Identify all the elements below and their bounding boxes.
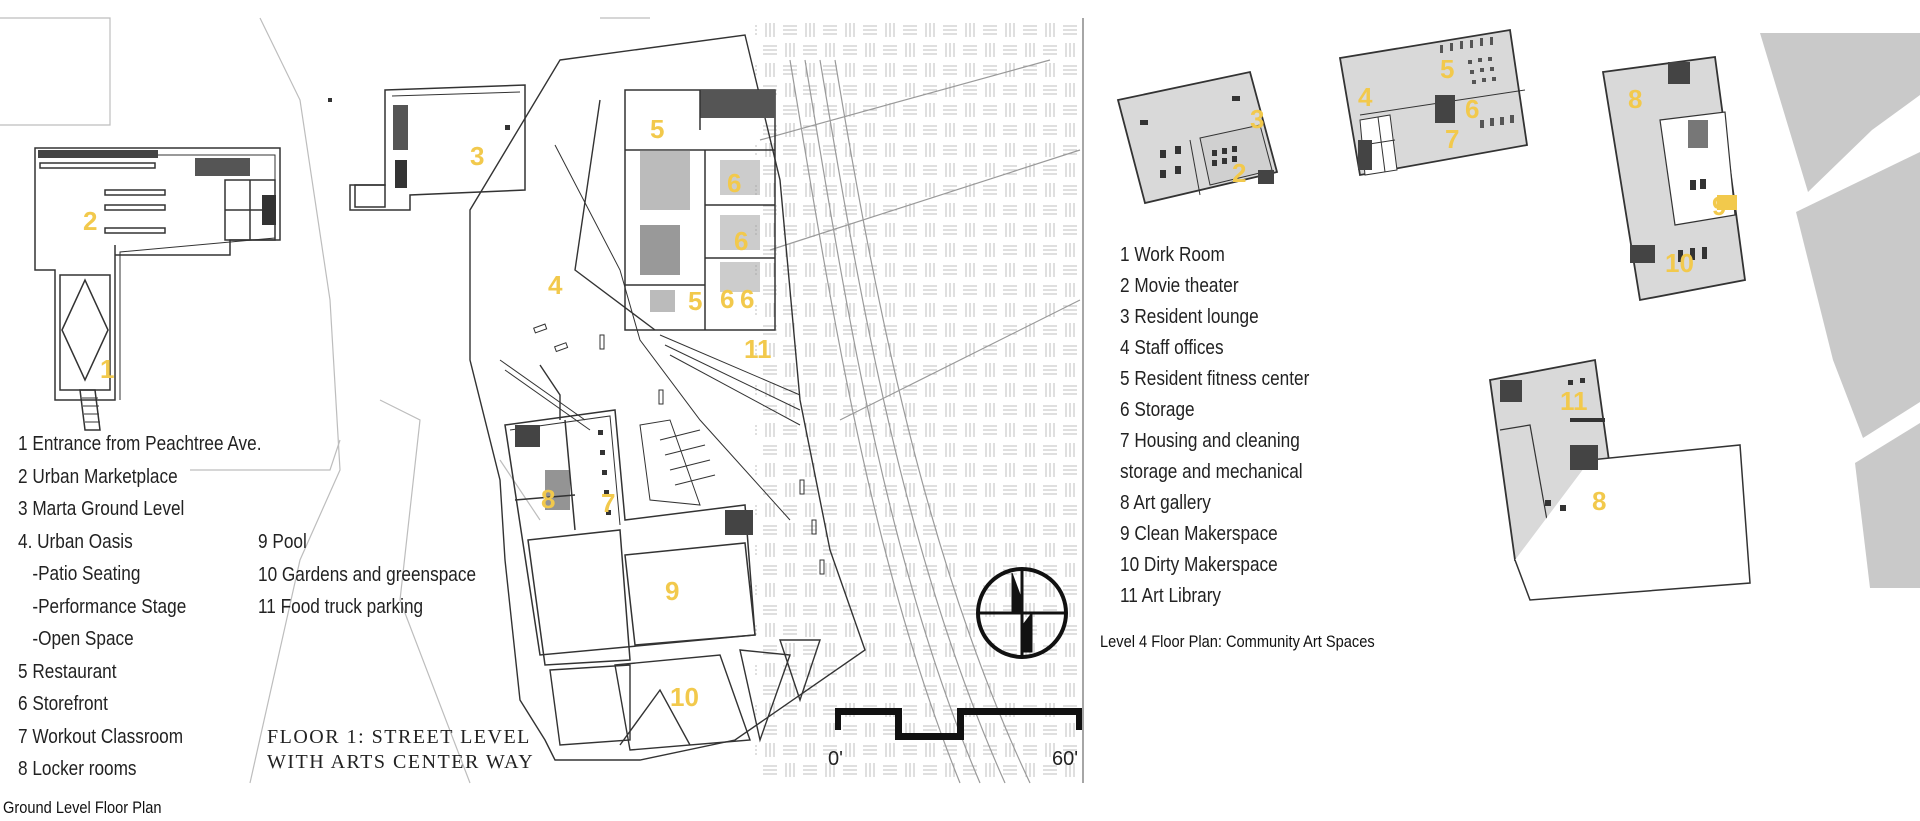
legend-item: -Performance Stage [18,595,187,618]
room-number: 7 [601,488,615,518]
level4-lounge-theater [1116,70,1279,205]
legend-item: 8 Locker rooms [18,758,137,780]
room-number: 10 [670,682,699,712]
legend-item: 4. Urban Oasis [18,530,133,553]
ground-floor-legend: 1 Entrance from Peachtree Ave. 2 Urban M… [18,428,261,786]
room-number: 10 [1665,248,1694,278]
legend-item: 7 Housing and cleaning [1120,430,1300,452]
room-number: 11 [744,334,772,364]
rail-lines [759,59,1081,784]
room-number: 4 [548,270,563,300]
legend-item: 1 Work Room [1120,244,1225,266]
room-number: 8 [541,484,555,514]
legend-item: 3 Marta Ground Level [18,498,185,520]
room-number: 11 [1560,386,1588,416]
level4-makerspaces [1601,55,1747,302]
urban-marketplace-building [34,147,281,431]
room-number: 5 [650,114,664,144]
room-number: 5 [1440,54,1454,84]
legend-item: 9 Clean Makerspace [1120,523,1278,545]
room-number: 1 [100,354,114,384]
room-number: 8 [1592,486,1606,516]
legend-item: 10 Gardens and greenspace [258,563,477,586]
room-number: 9 [665,576,679,606]
legend-item: 5 Resident fitness center [1120,368,1310,390]
room-number: 2 [83,206,97,236]
floor-title-line: FLOOR 1: STREET LEVEL [267,726,531,748]
floor-title-line: WITH ARTS CENTER WAY [267,751,535,773]
context-lines [0,17,650,784]
legend-item: storage and mechanical [1120,461,1303,483]
restaurant-storefront-block [624,89,776,331]
room-number: 6 [740,284,754,314]
room-number: 7 [1445,124,1459,154]
legend-item: -Open Space [18,628,134,650]
room-number: 6 [734,226,748,256]
workout-pool-block [504,409,756,666]
legend-item: 2 Movie theater [1120,275,1239,297]
room-number: 6 [1465,94,1479,124]
room-number: 3 [1250,104,1264,134]
legend-item: 8 Art gallery [1120,492,1211,514]
scale-end-label: 60' [1052,748,1079,770]
legend-item: -Patio Seating [18,563,141,585]
level4-floor-plan [1116,28,1920,601]
gardens-greenspace [549,639,821,751]
legend-item: 6 Storage [1120,399,1195,421]
room-number: 6 [720,284,734,314]
north-arrow-icon [976,567,1068,659]
room-number: 8 [1628,84,1642,114]
legend-item: 2 Urban Marketplace [18,465,178,488]
legend-item: 6 Storefront [18,693,108,715]
level4-legend: 1 Work Room 2 Movie theater 3 Resident l… [1120,240,1309,612]
legend-item: 4 Staff offices [1120,337,1224,359]
level4-library-gallery [1488,358,1751,601]
scale-start-label: 0' [828,748,843,770]
room-number: 2 [1232,158,1246,188]
neighbor-buildings [1760,33,1920,588]
ground-floor-legend-right: 9 Pool 10 Gardens and greenspace 11 Food… [258,526,476,624]
legend-item: 1 Entrance from Peachtree Ave. [18,433,262,455]
room-number: 3 [470,141,484,171]
floor-title: FLOOR 1: STREET LEVEL WITH ARTS CENTER W… [267,725,534,775]
legend-item: 11 Food truck parking [258,596,424,618]
room-number: 9 [1712,191,1726,221]
level4-caption: Level 4 Floor Plan: Community Art Spaces [1100,632,1375,651]
legend-item: 7 Workout Classroom [18,725,184,748]
legend-item: 9 Pool [258,531,307,553]
ground-floor-plan [0,17,1084,784]
legend-item: 5 Restaurant [18,660,117,683]
room-numbers: 1 2 3 4 5 6 6 6 5 6 11 8 7 9 10 3 2 4 5 … [83,54,1726,712]
marta-ground-level-building [328,84,526,211]
scale-bar [835,708,1082,740]
ground-floor-caption: Ground Level Floor Plan [3,798,162,817]
legend-item: 11 Art Library [1120,585,1222,607]
level4-offices-fitness [1338,28,1529,177]
site-boundary [469,34,866,761]
room-number: 6 [727,168,741,198]
legend-item: 3 Resident lounge [1120,306,1259,328]
room-number: 4 [1358,82,1373,112]
room-number: 5 [688,286,702,316]
legend-item: 10 Dirty Makerspace [1120,554,1278,576]
